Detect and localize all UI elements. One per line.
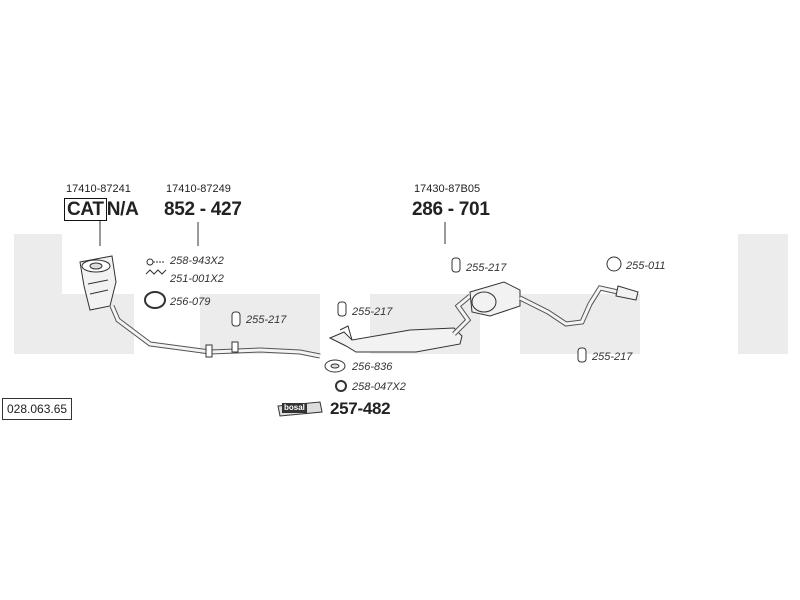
watermark-block (14, 294, 134, 354)
oem-number-front-pipe: 17410-87249 (166, 183, 231, 195)
hanger-front-part-number: 255-217 (246, 314, 287, 326)
hanger-ring-icon (606, 256, 622, 272)
bolt-part-number: 258-943X2 (170, 255, 224, 267)
hanger-icon (231, 311, 241, 327)
oem-number-rear-silencer: 17430-87B05 (414, 183, 481, 195)
nut-icon (335, 380, 347, 392)
catalyst-rib (87, 279, 109, 295)
silencer-inlet (339, 325, 353, 341)
ring-part-number: 256-079 (170, 296, 211, 308)
bolt-icon (146, 258, 154, 266)
front-pipe-part-number: 852 - 427 (164, 199, 242, 220)
cat-label: CAT (64, 198, 107, 221)
watermark-block (200, 294, 320, 354)
middle-silencer (328, 327, 463, 353)
hanger-icon (337, 301, 347, 317)
hanger-mid-part-number: 255-217 (352, 306, 393, 318)
hanger-icon (451, 257, 461, 273)
hanger-icon (577, 347, 587, 363)
nut-part-number: 258-047X2 (352, 381, 406, 393)
cat-value: N/A (106, 199, 139, 220)
reference-number: 028.063.65 (2, 398, 73, 420)
front-pipe (109, 305, 321, 359)
spring-part-number: 251-001X2 (170, 273, 224, 285)
oem-number-catalyst: 17410-87241 (66, 183, 131, 195)
tail-tip (615, 285, 639, 301)
assembly-kit-part-number: 257-482 (330, 399, 391, 418)
watermark-block (738, 234, 788, 354)
pipe-hanger-bracket (205, 344, 213, 358)
rear-silencer-part-number: 286 - 701 (412, 199, 490, 220)
hanger-rear-bottom-part-number: 255-217 (592, 351, 633, 363)
spring-icon (145, 269, 167, 275)
hanger-tailpipe-part-number: 255-011 (626, 260, 666, 272)
ring-icon (144, 291, 166, 309)
kit-badge: bosal (282, 403, 307, 413)
hanger-rear-top-part-number: 255-217 (466, 262, 507, 274)
gasket-part-number: 256-836 (352, 361, 393, 373)
pipe-hanger-bracket (231, 341, 239, 353)
